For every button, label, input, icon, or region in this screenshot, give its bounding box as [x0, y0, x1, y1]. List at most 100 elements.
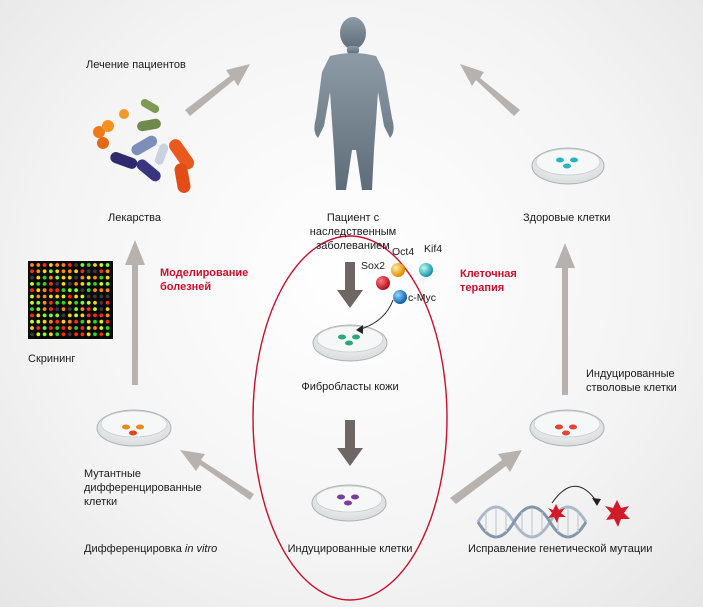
microarray-spot: [105, 263, 110, 267]
microarray-spot: [61, 263, 66, 267]
label-treatment: Лечение пациентов: [86, 59, 186, 71]
microarray-spot: [36, 269, 41, 274]
patient-figure: [314, 17, 394, 190]
factor-arrow: [357, 299, 394, 331]
microarray-spot: [42, 319, 47, 324]
microarray-spot: [67, 269, 72, 274]
microarray-spot: [55, 326, 60, 330]
microarray-spot: [30, 269, 34, 274]
microarray-spot: [105, 332, 110, 337]
cmyc-sphere: [393, 290, 407, 304]
microarray-spot: [105, 282, 110, 286]
microarray-spot: [42, 294, 47, 299]
microarray-spot: [30, 288, 34, 293]
sox2-sphere: [376, 276, 390, 290]
microarray-spot: [74, 307, 78, 311]
microarray-spot: [36, 326, 41, 330]
microarray-spot: [30, 313, 34, 318]
microarray-spot: [93, 326, 97, 330]
microarray-spot: [61, 269, 66, 274]
label-differentiation-prefix: Дифференцировка: [84, 543, 185, 555]
kif4-sphere: [419, 263, 433, 277]
microarray-spot: [99, 294, 104, 299]
label-differentiation-italic: in vitro: [184, 543, 218, 555]
microarray-spot: [93, 307, 97, 311]
microarray-spot: [61, 307, 66, 311]
microarray-spot: [93, 300, 97, 305]
label-cmyc: c-Myc: [408, 292, 436, 304]
dna-helix: [476, 485, 601, 539]
microarray-spot: [99, 300, 104, 305]
microarray-spot: [86, 313, 91, 318]
microarray-spot: [86, 332, 91, 337]
screening-microarray: [28, 261, 113, 339]
dish-mutant: [96, 409, 172, 447]
microarray-spot: [99, 263, 104, 267]
reprogramming-factors: [356, 263, 433, 334]
label-healthy-cells: Здоровые клетки: [523, 212, 611, 224]
microarray-spot: [61, 300, 66, 305]
microarray-spot: [80, 326, 85, 330]
microarray-spot: [36, 263, 41, 267]
dish-ipsc: [529, 409, 605, 447]
microarray-spot: [93, 319, 97, 324]
microarray-spot: [30, 275, 34, 280]
microarray-spot: [67, 313, 72, 318]
arrow-mutant-to-drugs: [125, 240, 145, 385]
microarray-spot: [67, 282, 72, 286]
microarray-spot: [49, 307, 53, 311]
center-arrows: [337, 262, 363, 466]
microarray-spot: [36, 313, 41, 318]
label-sox2: Sox2: [361, 260, 385, 272]
microarray-spot: [49, 313, 53, 318]
arrow-ipsc-to-healthy: [555, 243, 575, 395]
microarray-spot: [36, 275, 41, 280]
microarray-spot: [99, 288, 104, 293]
microarray-spot: [49, 332, 53, 337]
microarray-spot: [105, 319, 110, 324]
microarray-spot: [80, 319, 85, 324]
microarray-spot: [80, 332, 85, 337]
microarray-spot: [99, 332, 104, 337]
microarray-spot: [99, 307, 104, 311]
microarray-spot: [86, 326, 91, 330]
microarray-spot: [55, 319, 60, 324]
microarray-spot: [74, 294, 78, 299]
microarray-spot: [67, 294, 72, 299]
microarray-spot: [42, 313, 47, 318]
arrow-to-treatment: [185, 64, 250, 116]
microarray-spot: [36, 307, 41, 311]
microarray-spot: [55, 269, 60, 274]
microarray-spot: [55, 332, 60, 337]
microarray-spot: [80, 275, 85, 280]
microarray-spot: [86, 275, 91, 280]
label-mutant-line1: Мутантные: [84, 468, 142, 480]
microarray-spot: [49, 319, 53, 324]
microarray-spot: [67, 263, 72, 267]
microarray-spot: [67, 319, 72, 324]
microarray-spot: [86, 294, 91, 299]
label-patient-line2: заболеванием: [316, 240, 390, 252]
microarray-spot: [80, 313, 85, 318]
microarray-spot: [55, 288, 60, 293]
gray-arrows: [125, 64, 575, 504]
microarray-spot: [86, 269, 91, 274]
microarray-spot: [74, 332, 78, 337]
label-disease-modeling-line2: болезней: [160, 281, 212, 293]
cell-therapy-oval: [252, 235, 448, 601]
microarray-spot: [42, 275, 47, 280]
label-ipsc: Индуцированные стволовые клетки: [586, 367, 677, 395]
microarray-spot: [80, 288, 85, 293]
label-skin-fibroblasts: Фибробласты кожи: [301, 381, 399, 393]
microarray-spot: [36, 282, 41, 286]
microarray-spot: [93, 313, 97, 318]
arrow-patient-to-fibroblasts: [337, 262, 363, 308]
microarray-spot: [30, 282, 34, 286]
microarray-spot: [61, 282, 66, 286]
microarray-spot: [49, 282, 53, 286]
microarray-spot: [74, 326, 78, 330]
microarray-spot: [49, 263, 53, 267]
microarray-spot: [105, 275, 110, 280]
microarray-spot: [61, 294, 66, 299]
